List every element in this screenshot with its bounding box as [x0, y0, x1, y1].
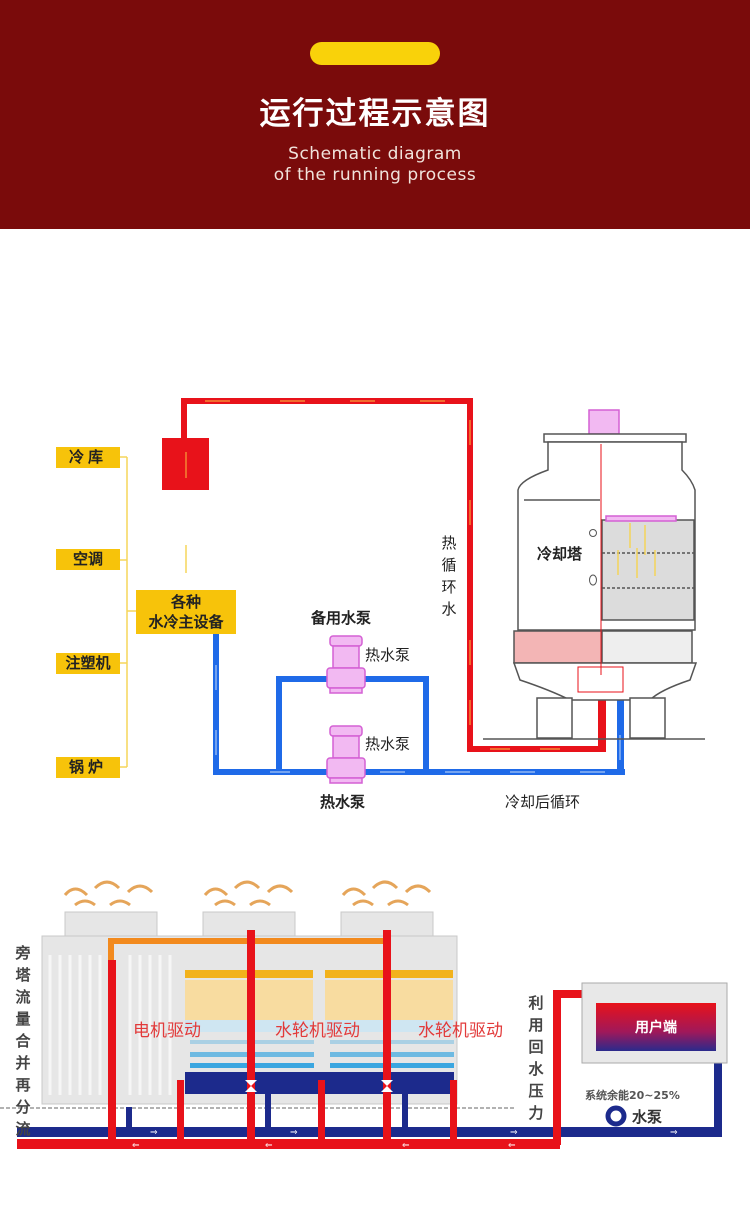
flow-arrows: ⇒ ⇒ ⇒ ⇒ ⇐ ⇐ ⇐ ⇐ [132, 1128, 678, 1151]
steam-icon [63, 880, 432, 907]
water-pump-icon [605, 1105, 627, 1127]
page-subtitle-line1: Schematic diagram [288, 144, 462, 164]
tower-port [589, 574, 597, 586]
svg-text:⇐: ⇐ [265, 1141, 273, 1151]
svg-text:⇒: ⇒ [150, 1128, 158, 1138]
system-energy-label: 系统余能20~25% [585, 1089, 680, 1102]
equipment-item-boiler: 锅炉 [56, 757, 120, 778]
svg-text:⇒: ⇒ [290, 1128, 298, 1138]
page-title: 运行过程示意图 [259, 96, 491, 132]
pump-label-lower: 热水泵 [365, 735, 411, 753]
user-end-box [596, 1003, 716, 1051]
cooling-tower [483, 409, 705, 740]
main-pump-icon [326, 725, 366, 784]
equipment-item-air-conditioner: 空调 [56, 549, 120, 570]
backup-pump-label: 备用水泵 [311, 609, 372, 627]
valve-icon [245, 1080, 393, 1092]
main-equipment-line2: 水冷主设备 [148, 613, 224, 631]
equipment-item-cold-storage: 冷库 [56, 447, 120, 468]
svg-text:⇐: ⇐ [402, 1141, 410, 1151]
svg-text:⇒: ⇒ [670, 1128, 678, 1138]
return-circulation-label: 冷却后循环 [505, 793, 581, 811]
equipment-item-injection-molding: 注塑机 [56, 653, 120, 674]
svg-text:⇐: ⇐ [132, 1141, 140, 1151]
svg-text:⇐: ⇐ [508, 1141, 516, 1151]
svg-text:⇒: ⇒ [510, 1128, 518, 1138]
tower-port [589, 529, 597, 537]
hot-water-label: 热循环水 [441, 534, 457, 618]
main-equipment-line1: 各种 [170, 593, 201, 611]
equipment-bracket [120, 456, 136, 768]
user-end-label: 用户端 [635, 1020, 677, 1036]
bottom-hot-pipe [17, 1139, 392, 1149]
header-accent-pill [310, 42, 440, 65]
drive-label-turbine-1: 水轮机驱动 [275, 1021, 360, 1041]
page-subtitle-line2: of the running process [273, 165, 477, 185]
drive-label-motor: 电机驱动 [133, 1021, 201, 1041]
main-equipment-box: 各种 水冷主设备 [136, 590, 236, 634]
bypass-merge-label: 旁塔流量合并再分流 [15, 944, 31, 1138]
backup-pump-icon [326, 635, 366, 694]
cooling-tower-label: 冷却塔 [537, 545, 583, 563]
pump-label-upper: 热水泵 [365, 646, 411, 664]
drive-label-turbine-2: 水轮机驱动 [418, 1021, 503, 1041]
pump-label-bottom: 热水泵 [320, 793, 366, 811]
riser-pipes [108, 930, 457, 1143]
return-pressure-label: 利用回水压力 [528, 994, 544, 1122]
water-pump-label: 水泵 [632, 1108, 663, 1126]
page-header: 运行过程示意图 Schematic diagram of the running… [0, 0, 750, 229]
